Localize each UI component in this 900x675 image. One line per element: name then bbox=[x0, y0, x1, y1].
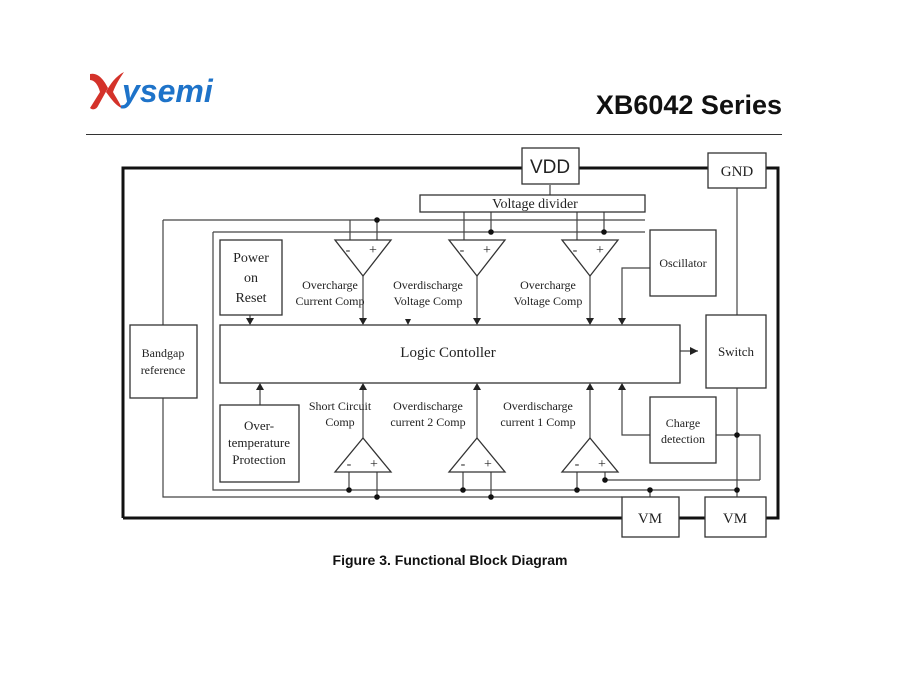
arrowheads bbox=[246, 318, 698, 390]
logic-controller-label: Logic Contoller bbox=[400, 345, 495, 361]
comp-label-line-1: Overdischarge bbox=[503, 399, 573, 413]
figure-caption: Figure 3. Functional Block Diagram bbox=[332, 552, 568, 568]
gnd-terminal: GND bbox=[707, 152, 767, 189]
vm-left-terminal: VM bbox=[621, 496, 680, 538]
por-line-1: Power bbox=[233, 251, 269, 266]
comp-plus-sign: + bbox=[598, 457, 606, 472]
comp-plus-sign: + bbox=[484, 457, 492, 472]
vm-left-label: VM bbox=[638, 511, 662, 527]
bandgap-reference-block: Bandgap reference bbox=[129, 324, 198, 399]
comp-minus-sign: - bbox=[461, 457, 466, 472]
comp-minus-sign: - bbox=[575, 457, 580, 472]
vm-right-terminal: VM bbox=[704, 496, 767, 538]
outer-frame bbox=[121, 166, 780, 520]
vdd-label: VDD bbox=[530, 157, 570, 178]
overdischarge-voltage-comparator: - + Overdischarge Voltage Comp bbox=[393, 239, 507, 308]
bandgap-line-1: Bandgap bbox=[142, 346, 185, 360]
series-title: XB6042 Series bbox=[595, 90, 782, 120]
vm-right-label: VM bbox=[723, 511, 747, 527]
gnd-label: GND bbox=[721, 164, 754, 180]
overcharge-current-comparator: - + Overcharge Current Comp bbox=[296, 239, 393, 308]
comp-label-line-2: current 2 Comp bbox=[390, 415, 465, 429]
comp-plus-sign: + bbox=[596, 243, 604, 258]
junction-dots bbox=[346, 217, 740, 500]
switch-label: Switch bbox=[718, 344, 755, 359]
comp-label-line-2: Comp bbox=[325, 415, 354, 429]
overdischarge-current-1-comparator: - + Overdischarge current 1 Comp bbox=[500, 399, 620, 473]
over-temperature-block: Over- temperature Protection bbox=[219, 404, 300, 483]
comp-plus-sign: + bbox=[369, 243, 377, 258]
bandgap-line-2: reference bbox=[141, 363, 186, 377]
comp-label-line-2: Voltage Comp bbox=[514, 294, 583, 308]
comp-label-line-1: Overdischarge bbox=[393, 399, 463, 413]
por-line-2: on bbox=[244, 271, 258, 286]
oscillator-block: Oscillator bbox=[649, 229, 717, 297]
comp-minus-sign: - bbox=[347, 457, 352, 472]
logo-wordmark: ysemi bbox=[120, 73, 214, 109]
ysemi-logo: ysemi bbox=[90, 72, 214, 110]
vdd-terminal: VDD bbox=[521, 147, 580, 185]
voltage-divider-block: Voltage divider bbox=[419, 194, 646, 213]
overtemp-line-2: temperature bbox=[228, 435, 290, 450]
overtemp-line-1: Over- bbox=[244, 418, 274, 433]
por-line-3: Reset bbox=[235, 291, 266, 306]
comp-label-line-2: Current Comp bbox=[296, 294, 365, 308]
charge-detection-line-1: Charge bbox=[666, 416, 700, 430]
wiring bbox=[162, 185, 761, 498]
overtemp-line-3: Protection bbox=[232, 452, 286, 467]
oscillator-label: Oscillator bbox=[659, 256, 706, 270]
short-circuit-comparator: - + Short Circuit Comp bbox=[309, 399, 393, 473]
charge-detection-line-2: detection bbox=[661, 432, 705, 446]
comp-label-line-2: current 1 Comp bbox=[500, 415, 575, 429]
comp-label-line-1: Short Circuit bbox=[309, 399, 372, 413]
logic-controller-block: Logic Contoller bbox=[219, 324, 681, 384]
comp-label-line-2: Voltage Comp bbox=[394, 294, 463, 308]
comp-label-line-1: Overcharge bbox=[520, 278, 576, 292]
voltage-divider-label: Voltage divider bbox=[492, 197, 578, 212]
overdischarge-current-2-comparator: - + Overdischarge current 2 Comp bbox=[390, 399, 507, 473]
logo-x-mark-icon bbox=[90, 72, 124, 110]
header-divider bbox=[86, 134, 782, 135]
comp-plus-sign: + bbox=[483, 243, 491, 258]
overcharge-voltage-comparator: - + Overcharge Voltage Comp bbox=[514, 239, 620, 308]
comp-minus-sign: - bbox=[573, 243, 578, 258]
comp-label-line-1: Overcharge bbox=[302, 278, 358, 292]
comp-minus-sign: - bbox=[460, 243, 465, 258]
power-on-reset-block: Power on Reset bbox=[219, 239, 283, 316]
charge-detection-block: Charge detection bbox=[649, 396, 717, 464]
comp-label-line-1: Overdischarge bbox=[393, 278, 463, 292]
comp-plus-sign: + bbox=[370, 457, 378, 472]
switch-block: Switch bbox=[705, 314, 767, 389]
comp-minus-sign: - bbox=[346, 243, 351, 258]
